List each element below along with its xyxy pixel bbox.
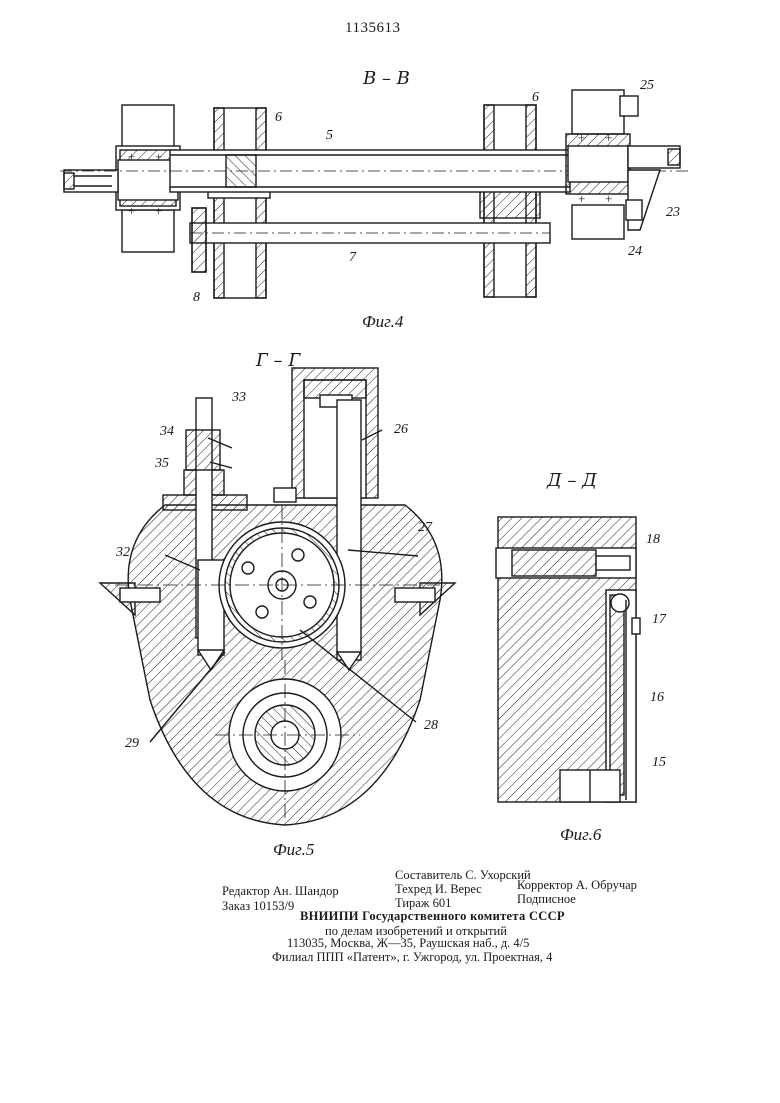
- svg-text:+: +: [128, 149, 135, 164]
- imprint-compiler: Составитель С. Ухорский: [395, 868, 531, 882]
- part-label-32: 32: [116, 545, 130, 560]
- imprint-circulation: Тираж 601: [395, 896, 452, 910]
- part-label-34: 34: [160, 424, 174, 439]
- part-label-26: 26: [394, 422, 408, 437]
- part-label-27: 27: [418, 520, 432, 535]
- svg-text:+: +: [605, 191, 612, 206]
- part-label-28: 28: [424, 718, 438, 733]
- section-label-gg: Г – Г: [256, 350, 301, 371]
- part-label-35: 35: [155, 456, 169, 471]
- figure-caption-4: Фиг.4: [362, 312, 404, 331]
- part-label-8: 8: [193, 290, 200, 305]
- svg-text:+: +: [578, 191, 585, 206]
- section-label-bb: В – В: [363, 68, 410, 89]
- part-label-5: 5: [326, 128, 333, 143]
- imprint-techred: Техред И. Верес: [395, 882, 482, 896]
- imprint-org-line1: ВНИИПИ Государственного комитета СССР: [300, 909, 565, 923]
- part-label-18: 18: [646, 532, 660, 547]
- part-label-7: 7: [349, 250, 356, 265]
- imprint-editor: Редактор Ан. Шандор: [222, 884, 339, 898]
- svg-text:+: +: [605, 130, 612, 145]
- part-label-25: 25: [640, 78, 654, 93]
- imprint-order: Заказ 10153/9: [222, 899, 295, 913]
- figure-caption-5: Фиг.5: [273, 840, 315, 859]
- part-label-17: 17: [652, 612, 666, 627]
- part-label-23: 23: [666, 205, 680, 220]
- imprint-address: 113035, Москва, Ж—35, Раушская наб., д. …: [287, 936, 530, 950]
- figure-caption-6: Фиг.6: [560, 825, 602, 844]
- patent-number: 1135613: [345, 20, 401, 36]
- svg-text:+: +: [155, 203, 162, 218]
- part-label-15: 15: [652, 755, 666, 770]
- svg-text:+: +: [128, 203, 135, 218]
- imprint-corrector: Корректор А. Обручар: [517, 878, 637, 892]
- part-label-29: 29: [125, 736, 139, 751]
- svg-text:+: +: [578, 130, 585, 145]
- part-label-24: 24: [628, 244, 642, 259]
- imprint-subscription: Подписное: [517, 892, 576, 906]
- svg-text:+: +: [155, 149, 162, 164]
- part-label-16: 16: [650, 690, 664, 705]
- imprint-branch: Филиал ППП «Патент», г. Ужгород, ул. Про…: [272, 950, 553, 964]
- section-label-dd: Д – Д: [547, 470, 597, 491]
- imprint-org-line2: по делам изобретений и открытий: [325, 924, 507, 938]
- part-label-6a: 6: [275, 110, 282, 125]
- part-label-33: 33: [232, 390, 246, 405]
- part-label-6b: 6: [532, 90, 539, 105]
